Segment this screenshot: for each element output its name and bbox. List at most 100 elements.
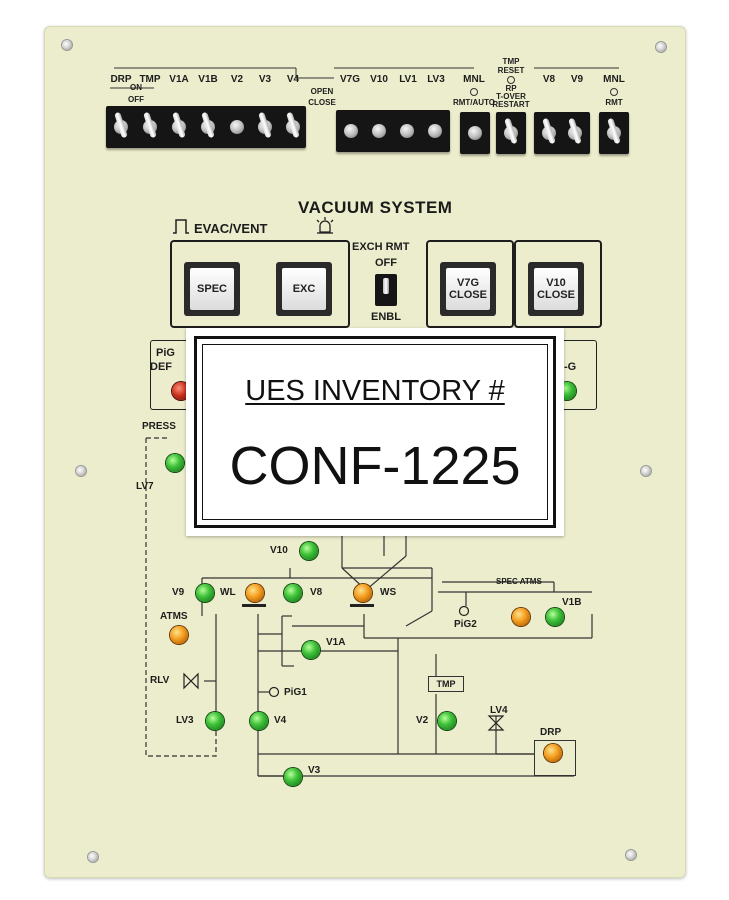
evac-vent-frame xyxy=(170,240,350,328)
v7g-frame xyxy=(426,240,514,328)
spec-atms-label: SPEC ATMS xyxy=(496,577,542,586)
label-rp: RP xyxy=(505,84,517,93)
pig-label: PiG xyxy=(156,347,175,359)
atms-label: ATMS xyxy=(160,611,188,622)
exch-rmt-toggle[interactable] xyxy=(375,274,397,306)
label-v1b: V1B xyxy=(198,74,218,85)
v1b-led xyxy=(546,608,564,626)
toggle-mnl-rmt[interactable] xyxy=(607,117,621,145)
screw-icon xyxy=(641,466,651,476)
label-v1a: V1A xyxy=(169,74,189,85)
label-restart: RESTART xyxy=(492,100,530,109)
pig-def-frame xyxy=(150,340,195,410)
toggle-v1b[interactable] xyxy=(201,111,215,139)
label-reset: RESET xyxy=(497,66,525,75)
toggle-v10[interactable] xyxy=(372,124,386,138)
label-v2: V2 xyxy=(230,74,244,85)
valve-toggle-block-1 xyxy=(106,106,306,148)
ws-label: WS xyxy=(380,587,397,598)
screw-icon xyxy=(626,850,636,860)
lv7-label: LV7 xyxy=(136,481,154,492)
toggle-v8[interactable] xyxy=(542,117,556,145)
wl-led xyxy=(246,584,264,602)
lv7-led xyxy=(166,454,184,472)
tmp-box: TMP xyxy=(428,676,464,692)
pig-def-led xyxy=(172,382,190,400)
label-drp: DRP xyxy=(110,74,132,85)
label-v9: V9 xyxy=(570,74,584,85)
vacuum-schematic xyxy=(145,437,593,777)
v9-diagram-label: V9 xyxy=(172,587,185,598)
toggle-tmp[interactable] xyxy=(143,111,157,139)
screw-icon xyxy=(62,40,72,50)
inventory-sticker: UES INVENTORY # CONF-1225 xyxy=(186,328,564,536)
v10-close-button[interactable]: V10 CLOSE xyxy=(528,262,584,316)
toggle-v3[interactable] xyxy=(258,111,272,139)
evac-vent-label: EVAC/VENT xyxy=(194,221,268,236)
atms-led xyxy=(170,626,188,644)
drp-diagram-label: DRP xyxy=(540,727,562,738)
v10-frame xyxy=(514,240,602,328)
v8-diagram-label: V8 xyxy=(310,587,323,598)
label-lv1: LV1 xyxy=(399,74,417,85)
toggle-tmp-reset[interactable] xyxy=(504,117,518,145)
label-rmt: RMT xyxy=(605,98,623,107)
inventory-title: UES INVENTORY # xyxy=(245,375,505,407)
label-v4: V4 xyxy=(286,74,300,85)
rlv-label: RLV xyxy=(150,675,170,686)
toggle-lv3[interactable] xyxy=(428,124,442,138)
warning-light-icon xyxy=(316,217,334,234)
toggle-lv1[interactable] xyxy=(400,124,414,138)
label-mnl-2: MNL xyxy=(603,74,625,85)
mnl-toggle-block xyxy=(460,112,490,154)
v1a-diagram-label: V1A xyxy=(326,637,346,648)
toggle-v9[interactable] xyxy=(568,117,582,145)
reset-toggle-block xyxy=(496,112,526,154)
valve-toggle-block-2 xyxy=(336,110,450,152)
label-tmp-reset: TMP xyxy=(502,57,520,66)
g-label: -G xyxy=(564,361,577,373)
pig1-label: PiG1 xyxy=(284,687,307,698)
label-mnl: MNL xyxy=(463,74,485,85)
rmt-toggle-block xyxy=(599,112,629,154)
screw-icon xyxy=(656,42,666,52)
v2-diagram-label: V2 xyxy=(416,715,429,726)
pig2-label: PiG2 xyxy=(454,619,477,630)
press-label: PRESS xyxy=(142,421,176,432)
lv3-diagram-label: LV3 xyxy=(176,715,194,726)
label-v8: V8 xyxy=(542,74,556,85)
indicator-icon xyxy=(610,88,618,96)
screw-icon xyxy=(88,852,98,862)
v1b-diagram-label: V1B xyxy=(562,597,582,608)
v1a-led xyxy=(302,641,320,659)
label-v7g: V7G xyxy=(339,74,361,85)
indicator-icon xyxy=(507,76,515,84)
v10-led xyxy=(300,542,318,560)
g-frame xyxy=(558,340,597,410)
exc-button[interactable]: EXC xyxy=(276,262,332,316)
toggle-drp[interactable] xyxy=(114,111,128,139)
label-on: ON xyxy=(130,83,142,92)
v7g-close-button[interactable]: V7G CLOSE xyxy=(440,262,496,316)
exch-enbl-label: ENBL xyxy=(371,311,401,323)
toggle-v7g[interactable] xyxy=(344,124,358,138)
toggle-v2[interactable] xyxy=(230,120,244,134)
screw-icon xyxy=(76,466,86,476)
toggle-v1a[interactable] xyxy=(172,111,186,139)
v4-led xyxy=(250,712,268,730)
square-pulse-icon xyxy=(173,219,189,234)
v8-led xyxy=(284,584,302,602)
label-close: CLOSE xyxy=(308,98,336,107)
toggle-mnl-rmt-auto[interactable] xyxy=(468,126,482,140)
label-t-over: T-OVER xyxy=(496,92,526,101)
valve-toggle-block-3 xyxy=(534,112,590,154)
label-lv3: LV3 xyxy=(427,74,445,85)
v3-diagram-label: V3 xyxy=(308,765,321,776)
label-rmt-auto: RMT/AUTO xyxy=(452,98,496,107)
ws-led xyxy=(354,584,372,602)
toggle-v4[interactable] xyxy=(286,111,300,139)
wl-label: WL xyxy=(220,587,236,598)
spec-button[interactable]: SPEC xyxy=(184,262,240,316)
exch-rmt-label: EXCH RMT xyxy=(352,241,410,253)
v3-led xyxy=(284,768,302,786)
